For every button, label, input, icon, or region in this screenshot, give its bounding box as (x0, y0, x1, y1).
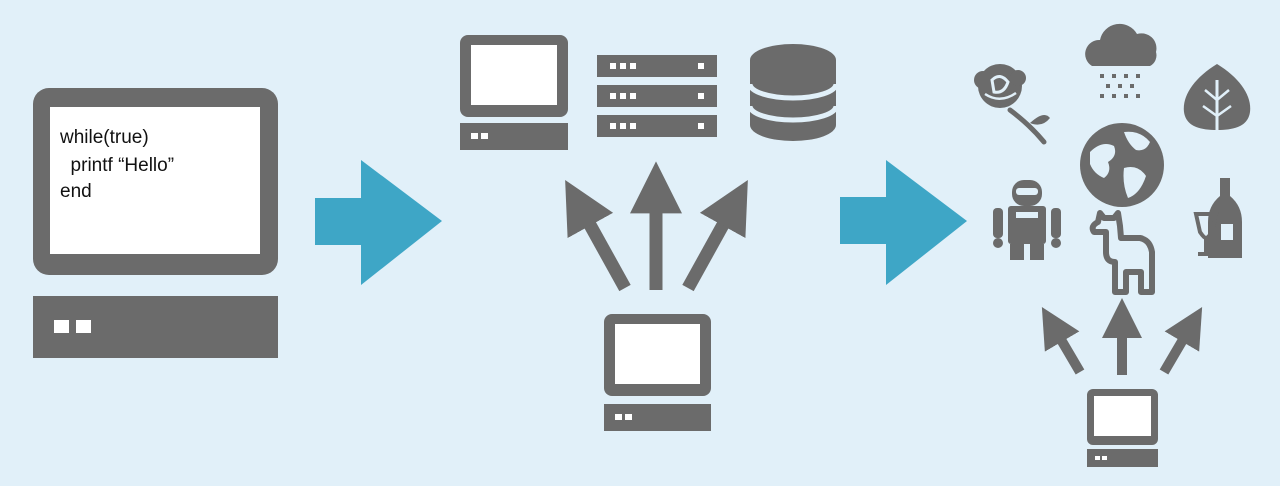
database-icon (747, 44, 839, 141)
server-rack-icon (597, 55, 717, 137)
rose-icon (974, 64, 1050, 145)
arrow-right-icon (840, 160, 967, 285)
arrow-up-right-icon (1159, 307, 1203, 375)
globe-icon (1080, 123, 1164, 207)
code-line-2: printf “Hello” (60, 155, 174, 176)
desktop-computer-icon (460, 35, 568, 150)
cloud-snow-icon (1085, 23, 1157, 98)
wine-icon (1193, 178, 1242, 258)
code-line-3: end (60, 181, 92, 202)
code-line-1: while(true) (59, 127, 149, 148)
arrow-up-left-icon (565, 179, 631, 292)
upward-arrows-right (1041, 297, 1203, 375)
upward-arrows-middle (565, 161, 748, 292)
arrow-up-right-icon (682, 179, 748, 292)
leaf-icon (1183, 64, 1251, 138)
code-computer-icon: while(true) printf “Hello” end (33, 88, 278, 358)
user-computer-icon (1087, 389, 1158, 467)
arrow-right-icon (315, 160, 442, 285)
client-computer-icon (604, 314, 711, 431)
llama-icon (1089, 210, 1155, 295)
arrow-up-left-icon (1041, 307, 1085, 375)
robot-icon (993, 180, 1061, 260)
